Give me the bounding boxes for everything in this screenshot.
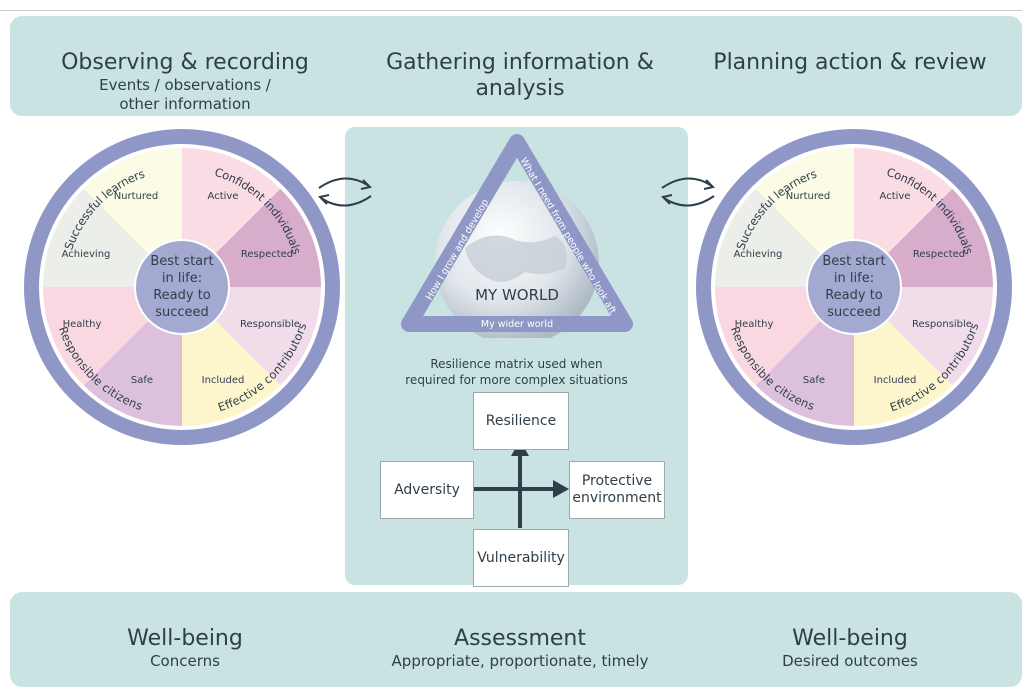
header-center-title-1: Gathering information & bbox=[386, 50, 654, 75]
footer-right: Well-being Desired outcomes bbox=[700, 626, 1000, 671]
center-line-3: Ready to bbox=[825, 288, 883, 303]
header-left-subtitle-2: other information bbox=[119, 95, 251, 113]
center-line-4: succeed bbox=[827, 305, 881, 320]
label-nurtured: Nurtured bbox=[786, 191, 831, 202]
cycle-arrows-left-icon bbox=[318, 177, 372, 207]
cycle-arrows-right-icon bbox=[661, 177, 715, 207]
label-active: Active bbox=[880, 191, 911, 202]
header-right: Planning action & review bbox=[700, 50, 1000, 76]
center-line-2: in life: bbox=[162, 271, 202, 286]
header-right-title: Planning action & review bbox=[713, 50, 987, 75]
header-left: Observing & recording Events / observati… bbox=[20, 50, 350, 114]
adversity-box: Adversity bbox=[380, 461, 474, 519]
footer-right-subtitle: Desired outcomes bbox=[782, 652, 918, 670]
resilience-box: Resilience bbox=[473, 392, 569, 450]
globe-landmass bbox=[465, 235, 567, 282]
label-responsible: Responsible bbox=[912, 319, 972, 330]
wellbeing-wheel-left: Active Respected Responsible Included Sa… bbox=[24, 129, 340, 445]
side-bottom-label: My wider world bbox=[481, 319, 553, 330]
header-center-title-2: analysis bbox=[475, 76, 565, 101]
footer-band bbox=[10, 592, 1022, 687]
footer-center-title: Assessment bbox=[454, 626, 586, 651]
footer-left-title: Well-being bbox=[127, 626, 243, 651]
header-center: Gathering information & analysis bbox=[350, 50, 690, 102]
header-left-title: Observing & recording bbox=[61, 50, 309, 75]
my-world-triangle: MY WORLD My wider world How I grow and d… bbox=[395, 128, 633, 338]
axis-arrow-right-icon bbox=[553, 480, 569, 498]
protective-line-2: environment bbox=[572, 490, 662, 506]
label-achieving: Achieving bbox=[734, 249, 783, 260]
my-world-title: MY WORLD bbox=[475, 286, 559, 304]
center-line-3: Ready to bbox=[153, 288, 211, 303]
label-included: Included bbox=[874, 375, 917, 386]
label-healthy: Healthy bbox=[63, 319, 102, 330]
label-responsible: Responsible bbox=[240, 319, 300, 330]
footer-left: Well-being Concerns bbox=[20, 626, 350, 671]
footer-right-title: Well-being bbox=[792, 626, 908, 651]
label-respected: Respected bbox=[913, 249, 965, 260]
center-line-1: Best start bbox=[822, 254, 885, 269]
triangle-frame bbox=[401, 134, 633, 332]
header-band bbox=[10, 16, 1022, 116]
center-line-1: Best start bbox=[150, 254, 213, 269]
center-disc bbox=[806, 239, 902, 335]
label-healthy: Healthy bbox=[735, 319, 774, 330]
vulnerability-box: Vulnerability bbox=[473, 529, 569, 587]
center-line-4: succeed bbox=[155, 305, 209, 320]
label-achieving: Achieving bbox=[62, 249, 111, 260]
center-line-2: in life: bbox=[834, 271, 874, 286]
footer-center-subtitle: Appropriate, proportionate, timely bbox=[391, 652, 649, 670]
label-respected: Respected bbox=[241, 249, 293, 260]
resilience-note-1: Resilience matrix used when bbox=[430, 357, 603, 371]
label-safe: Safe bbox=[131, 375, 153, 386]
label-included: Included bbox=[202, 375, 245, 386]
label-safe: Safe bbox=[803, 375, 825, 386]
header-left-subtitle-1: Events / observations / bbox=[99, 76, 271, 94]
resilience-axes bbox=[473, 440, 569, 528]
protective-environment-box: Protective environment bbox=[569, 461, 665, 519]
label-nurtured: Nurtured bbox=[114, 191, 159, 202]
resilience-note-2: required for more complex situations bbox=[405, 373, 628, 387]
top-edge-line bbox=[0, 10, 1022, 11]
center-disc bbox=[134, 239, 230, 335]
protective-line-1: Protective bbox=[581, 473, 653, 489]
wellbeing-wheel-right: Active Respected Responsible Included Sa… bbox=[696, 129, 1012, 445]
footer-left-subtitle: Concerns bbox=[150, 652, 220, 670]
label-active: Active bbox=[208, 191, 239, 202]
footer-center: Assessment Appropriate, proportionate, t… bbox=[350, 626, 690, 671]
